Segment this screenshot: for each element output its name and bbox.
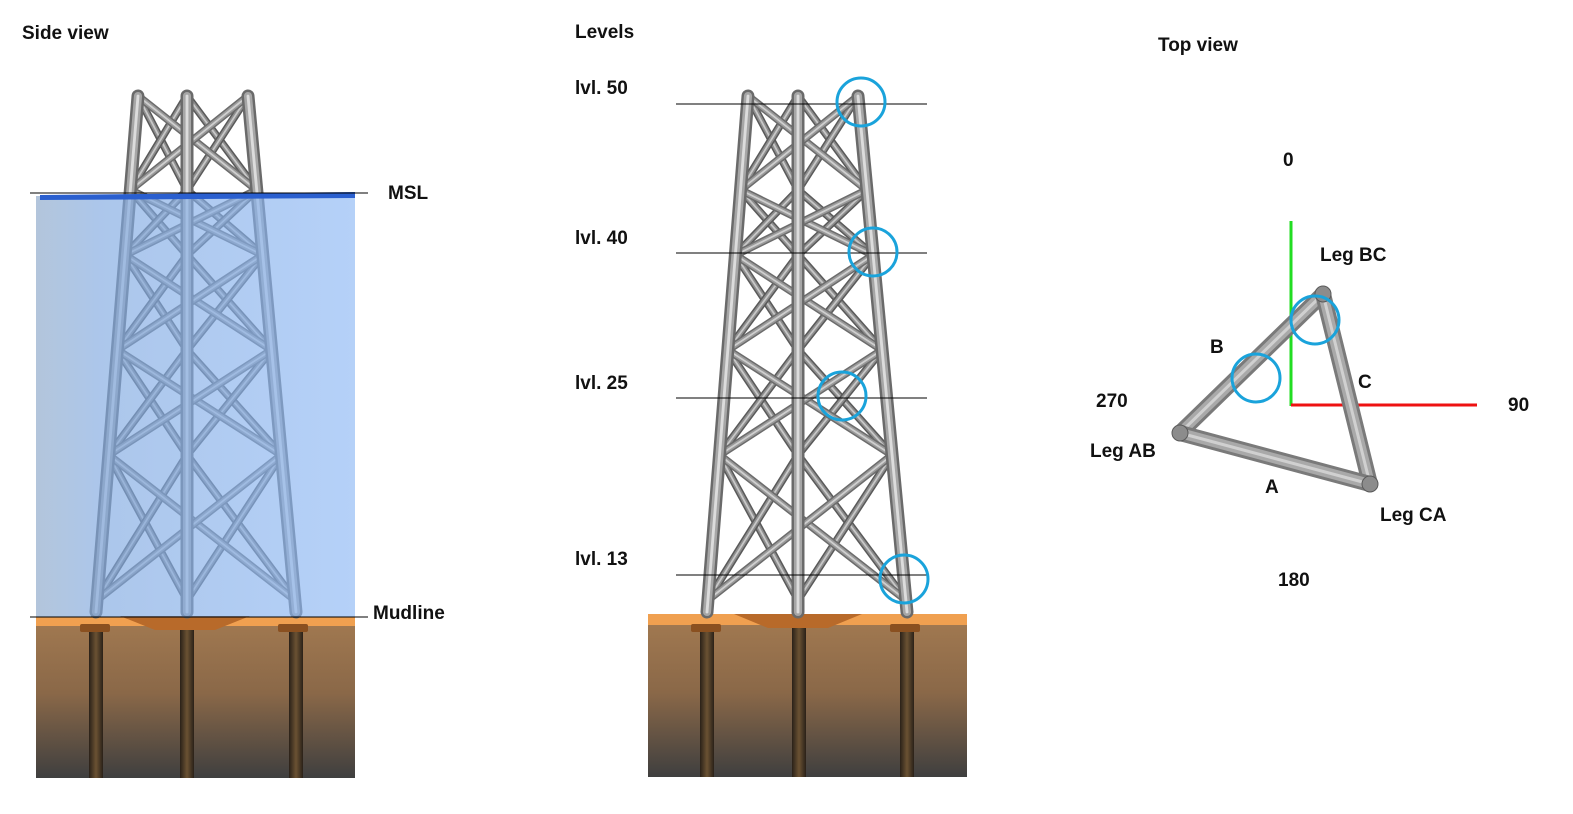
face-b-label: B (1210, 337, 1224, 358)
side-view-title: Side view (22, 23, 109, 44)
heading-180: 180 (1278, 570, 1310, 591)
side-water (36, 196, 355, 617)
msl-label: MSL (388, 183, 429, 204)
highlight-circle-lvl25 (816, 370, 868, 422)
level-label-40: lvl. 40 (575, 228, 628, 249)
highlight-circle-lvl50 (835, 76, 887, 128)
level-label-25: lvl. 25 (575, 373, 628, 394)
side-water-surface (40, 192, 355, 200)
levels-view-panel: Levels lvl. 50 lvl. 40 lvl. 25 lvl. 13 (575, 22, 967, 777)
levels-jacket (700, 89, 914, 619)
side-piles (80, 616, 308, 778)
level-label-13: lvl. 13 (575, 549, 628, 570)
highlight-circle-lvl13 (878, 553, 930, 605)
leg-ca-label: Leg CA (1380, 505, 1447, 526)
top-view-title: Top view (1158, 35, 1238, 56)
leg-ab-label: Leg AB (1090, 441, 1156, 462)
level-label-50: lvl. 50 (575, 78, 628, 99)
top-view-jacket (1171, 285, 1379, 493)
side-soil (36, 624, 355, 778)
highlight-circle-leg-bc (1289, 294, 1341, 346)
heading-90: 90 (1508, 395, 1529, 416)
mudline-label: Mudline (373, 603, 445, 624)
side-view-panel: Side view MSL Mudline (22, 23, 445, 778)
levels-view-title: Levels (575, 22, 634, 43)
face-a-label: A (1265, 477, 1279, 498)
highlight-circle-face-b (1230, 352, 1282, 404)
face-c-label: C (1358, 372, 1372, 393)
top-view-panel: Top view 0 90 180 270 (1090, 35, 1529, 591)
heading-270: 270 (1096, 391, 1128, 412)
levels-piles (691, 614, 920, 777)
levels-soil (648, 624, 967, 777)
highlight-circle-lvl40 (847, 226, 899, 278)
leg-bc-label: Leg BC (1320, 245, 1387, 266)
heading-0: 0 (1283, 150, 1294, 171)
